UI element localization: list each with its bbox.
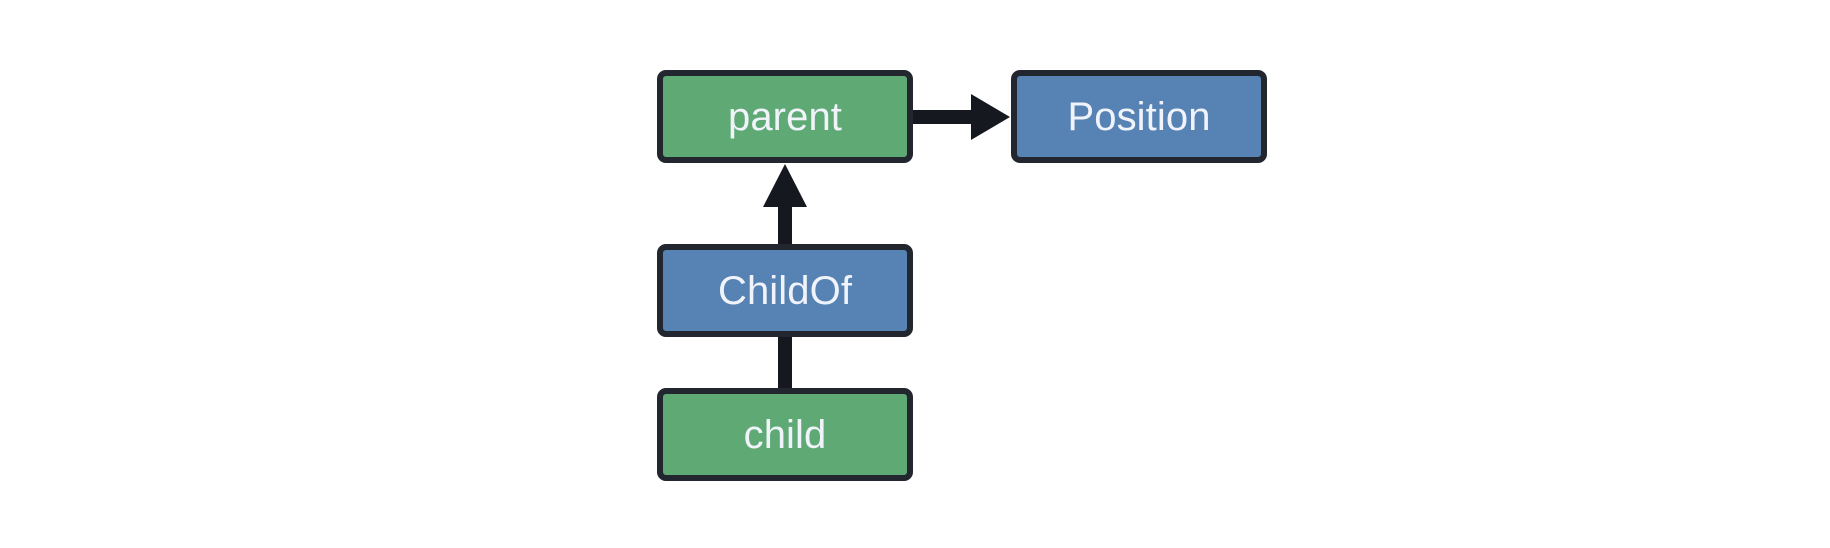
- edge-parent-to-position-arrowhead: [971, 94, 1010, 140]
- node-childof-label: ChildOf: [717, 268, 853, 313]
- node-position[interactable]: Position: [1011, 70, 1267, 163]
- node-position-label: Position: [1067, 94, 1211, 139]
- node-parent-label: parent: [727, 94, 843, 139]
- edge-parent-to-position: [913, 94, 1010, 140]
- node-childof[interactable]: ChildOf: [657, 244, 913, 337]
- edge-childof-to-parent-arrowhead: [763, 164, 807, 207]
- node-child-label: child: [743, 412, 827, 457]
- node-child[interactable]: child: [657, 388, 913, 481]
- edge-childof-to-parent: [763, 164, 807, 244]
- node-parent[interactable]: parent: [657, 70, 913, 163]
